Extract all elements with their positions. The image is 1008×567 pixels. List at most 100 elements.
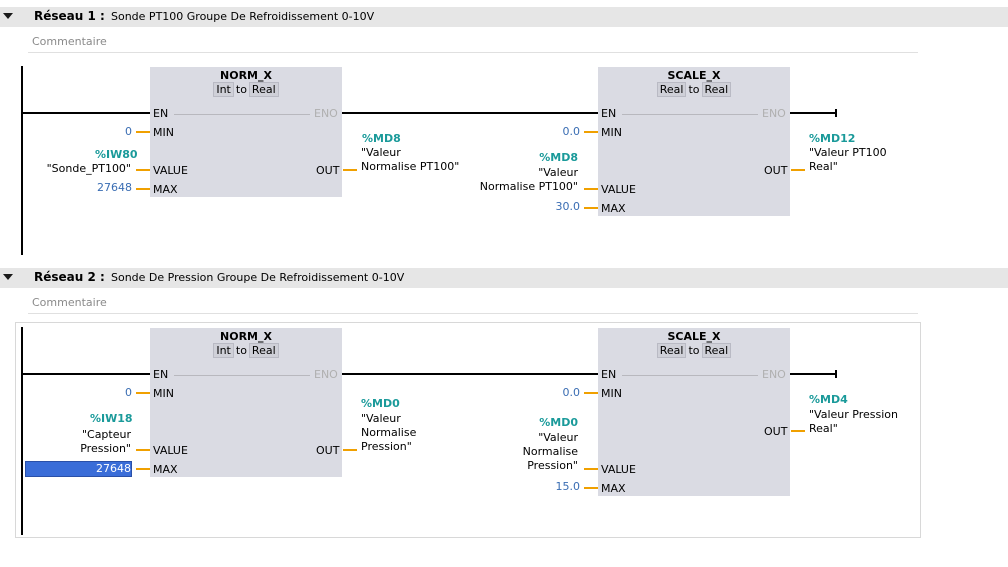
max-connector (136, 188, 150, 190)
pin-max: MAX (601, 202, 626, 215)
pin-value: VALUE (601, 463, 636, 476)
en-wire (21, 373, 150, 375)
network-2-header[interactable]: Réseau 2 : Sonde De Pression Groupe De R… (0, 268, 1008, 288)
pin-en: EN (153, 107, 169, 120)
out-tag-line2[interactable]: Real" (809, 160, 838, 173)
pin-value: VALUE (153, 164, 188, 177)
value-address: %MD8 (539, 151, 578, 164)
pin-en: EN (601, 107, 617, 120)
network-comment[interactable]: Commentaire (28, 293, 918, 314)
value-connector (584, 468, 598, 470)
pin-out: OUT (764, 164, 788, 177)
out-tag-line1[interactable]: "Valeur (361, 412, 401, 425)
type-to-label: to (688, 83, 700, 96)
value-tag-line2[interactable]: Pression" (80, 442, 131, 455)
pin-max: MAX (153, 463, 178, 476)
value-connector (136, 449, 150, 451)
min-connector (136, 392, 150, 394)
type-in-selector[interactable]: Real (656, 82, 687, 97)
type-out-selector[interactable]: Real (248, 82, 279, 97)
type-in-selector[interactable]: Real (656, 343, 687, 358)
out-connector (791, 430, 805, 432)
comment-placeholder: Commentaire (32, 35, 107, 48)
type-out-selector[interactable]: Real (701, 343, 732, 358)
collapse-arrow-icon[interactable] (3, 274, 13, 280)
max-operand[interactable]: 15.0 (555, 480, 581, 493)
en-wire (21, 112, 150, 114)
out-connector (791, 169, 805, 171)
value-tag-line3[interactable]: Pression" (527, 459, 578, 472)
power-rail (21, 66, 23, 255)
pin-max: MAX (601, 482, 626, 495)
network-2-rung-area (15, 322, 921, 538)
value-tag[interactable]: "Sonde_PT100" (46, 162, 131, 175)
collapse-arrow-icon[interactable] (3, 13, 13, 19)
max-operand[interactable]: 30.0 (555, 200, 581, 213)
out-tag-line2[interactable]: Normalise PT100" (361, 160, 460, 173)
block-title: SCALE_X (667, 330, 721, 343)
network-1-header[interactable]: Réseau 1 : Sonde PT100 Groupe De Refroid… (0, 7, 1008, 27)
value-tag-line1[interactable]: "Valeur (538, 431, 578, 444)
value-tag-line1[interactable]: "Valeur (538, 166, 578, 179)
wire-end (835, 370, 837, 378)
out-address: %MD8 (362, 132, 401, 145)
min-operand[interactable]: 0.0 (562, 386, 581, 399)
max-operand[interactable]: 27648 (97, 181, 132, 194)
out-address: %MD4 (809, 393, 848, 406)
out-tag-line3[interactable]: Pression" (361, 440, 412, 453)
pin-eno: ENO (762, 107, 786, 120)
en-eno-line (622, 114, 758, 115)
block-title: NORM_X (220, 69, 272, 82)
out-tag-line1[interactable]: "Valeur PT100 (809, 146, 887, 159)
type-in-selector[interactable]: Int (213, 82, 234, 97)
block-title: SCALE_X (667, 69, 721, 82)
type-out-selector[interactable]: Real (248, 343, 279, 358)
eno-wire (790, 112, 836, 114)
max-connector (584, 207, 598, 209)
min-connector (584, 131, 598, 133)
network-comment[interactable]: Commentaire (28, 32, 918, 53)
eno-en-wire (342, 373, 598, 375)
min-operand[interactable]: 0.0 (562, 125, 581, 138)
min-connector (136, 131, 150, 133)
type-in-selector[interactable]: Int (213, 343, 234, 358)
type-to-label: to (688, 344, 700, 357)
min-connector (584, 392, 598, 394)
pin-min: MIN (601, 126, 622, 139)
pin-eno: ENO (314, 368, 338, 381)
pin-out: OUT (316, 444, 340, 457)
type-to-label: to (235, 344, 247, 357)
out-tag-line2[interactable]: Real" (809, 422, 838, 435)
min-operand[interactable]: 0 (125, 386, 132, 399)
network-description[interactable]: Sonde PT100 Groupe De Refroidissement 0-… (111, 10, 375, 23)
wire-end (835, 109, 837, 117)
out-tag-line2[interactable]: Normalise (361, 426, 417, 439)
pin-min: MIN (153, 387, 174, 400)
en-eno-line (622, 375, 758, 376)
out-address: %MD0 (361, 397, 400, 410)
out-tag-line1[interactable]: "Valeur Pression (809, 408, 898, 421)
out-connector (343, 169, 357, 171)
value-address: %IW80 (95, 148, 138, 161)
pin-eno: ENO (762, 368, 786, 381)
max-connector (584, 487, 598, 489)
min-operand[interactable]: 0 (125, 125, 132, 138)
value-tag-line2[interactable]: Normalise (522, 445, 578, 458)
network-description[interactable]: Sonde De Pression Groupe De Refroidissem… (111, 271, 405, 284)
value-address: %IW18 (90, 412, 133, 425)
type-out-selector[interactable]: Real (701, 82, 732, 97)
pin-max: MAX (153, 183, 178, 196)
block-title: NORM_X (220, 330, 272, 343)
pin-min: MIN (153, 126, 174, 139)
max-operand-selected[interactable]: 27648 (25, 461, 132, 477)
value-tag-line1[interactable]: "Capteur (81, 428, 131, 441)
out-tag-line1[interactable]: "Valeur (361, 146, 401, 159)
pin-en: EN (153, 368, 169, 381)
out-connector (343, 449, 357, 451)
value-tag-line2[interactable]: Normalise PT100" (479, 180, 578, 193)
